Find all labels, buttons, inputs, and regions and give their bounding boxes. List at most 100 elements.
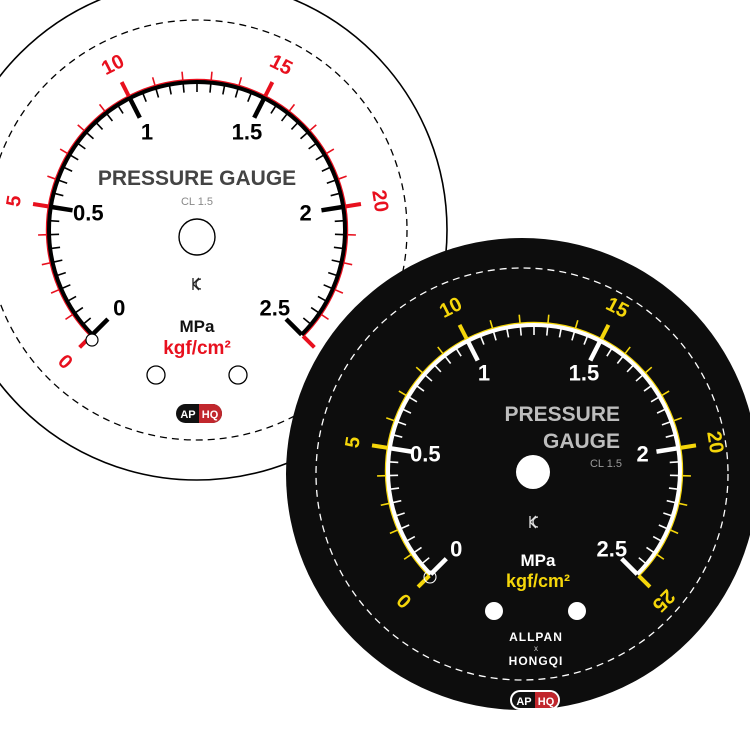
black-gauge-kgf-minor-tick: [403, 553, 413, 560]
black-gauge-mpa-minor-tick: [638, 557, 648, 565]
black-gauge-mpa-minor-tick: [401, 408, 412, 414]
white-gauge-kgf-minor-tick: [288, 103, 296, 112]
black-gauge-mpa-minor-tick: [415, 384, 425, 392]
white-gauge-mpa-minor-tick: [326, 179, 337, 185]
white-gauge-mount-hole-left: [146, 365, 166, 385]
black-gauge-mpa-minor-tick: [643, 384, 653, 392]
black-gauge-brand-separator: x: [534, 644, 538, 653]
white-gauge-kgf-minor-tick: [308, 124, 317, 132]
black-gauge-mpa-major-tick: [620, 557, 639, 576]
black-gauge-mpa-minor-tick: [606, 347, 613, 357]
black-gauge-brand-line1: ALLPAN: [509, 630, 563, 644]
white-gauge-mpa-minor-tick: [331, 259, 342, 264]
black-gauge-kgf-minor-tick: [489, 320, 494, 330]
white-gauge-mpa-label: 2.5: [259, 295, 290, 320]
white-gauge-mpa-minor-tick: [117, 104, 124, 114]
black-gauge-mpa-minor-tick: [583, 334, 589, 345]
white-gauge-mpa-minor-tick: [334, 219, 345, 223]
white-gauge-mpa-minor-tick: [315, 153, 325, 161]
white-gauge-mpa-major-tick: [321, 204, 344, 213]
black-gauge-mpa-major-tick: [588, 339, 603, 362]
black-gauge-kgf-minor-tick: [437, 346, 444, 355]
black-gauge-mpa-minor-tick: [646, 546, 656, 554]
black-gauge-kgf-major-tick: [599, 323, 611, 341]
white-gauge-kgf-label: 20: [367, 188, 392, 213]
black-gauge-kgf-major-tick: [416, 574, 431, 589]
black-gauge-mpa-minor-tick: [455, 347, 462, 357]
black-gauge-mpa-minor-tick: [396, 420, 407, 426]
white-gauge-mpa-major-tick: [90, 317, 110, 337]
white-gauge-mpa-minor-tick: [209, 82, 212, 93]
white-gauge-mount-hole-right: [228, 365, 248, 385]
black-gauge-mount-hole-left: [485, 602, 503, 620]
white-gauge-kgf-minor-tick: [77, 124, 86, 132]
black-gauge-mpa-minor-tick: [443, 355, 452, 365]
white-gauge-mpa-minor-tick: [182, 82, 185, 93]
black-gauge-kc-mark-icon: [529, 515, 539, 529]
black-gauge-mpa-minor-tick: [505, 327, 510, 338]
black-gauge-unit-kgf: kgf/cm²: [506, 571, 570, 591]
white-gauge-mpa-minor-tick: [49, 219, 60, 223]
white-gauge-mpa-major-tick: [284, 317, 304, 337]
white-gauge-mpa-minor-tick: [308, 142, 318, 150]
black-gauge-aphq-logo: AP HQ: [510, 690, 560, 710]
black-gauge-mpa-minor-tick: [558, 327, 563, 338]
white-gauge-class-label: CL 1.5: [181, 196, 213, 208]
black-gauge-kgf-minor-tick: [380, 502, 390, 507]
black-gauge-mpa-minor-tick: [546, 325, 549, 336]
white-gauge-dashed-ring: [0, 19, 408, 441]
white-gauge-mpa-minor-tick: [270, 104, 277, 114]
white-gauge-mpa-minor-tick: [290, 121, 299, 130]
white-gauge-mpa-label: 1: [141, 119, 153, 144]
white-gauge-kgf-major-tick: [344, 202, 362, 209]
black-gauge-mpa-minor-tick: [389, 487, 400, 491]
black-gauge-mpa-minor-tick: [650, 395, 661, 403]
black-gauge-mpa-minor-tick: [479, 334, 485, 345]
white-gauge-mpa-minor-tick: [62, 166, 73, 172]
black-gauge-mpa-minor-tick: [658, 524, 669, 530]
white-gauge-kgf-minor-tick: [98, 103, 106, 112]
white-gauge-mpa-minor-tick: [53, 192, 64, 197]
white-gauge-mpa-major-tick: [252, 97, 267, 119]
black-gauge-kgf-label: 5: [342, 435, 365, 449]
white-gauge-stop-pin: [85, 333, 99, 347]
white-gauge-mpa-minor-tick: [330, 192, 341, 197]
white-gauge-kgf-major-tick: [263, 81, 275, 98]
black-gauge-kgf-minor-tick: [655, 553, 665, 560]
white-gauge-kc-mark-icon: [192, 277, 202, 291]
black-gauge-stop-pin: [423, 570, 437, 584]
black-gauge-mpa-minor-tick: [571, 330, 576, 341]
black-gauge-mpa-label: 2: [637, 441, 649, 466]
white-gauge-kgf-minor-tick: [181, 71, 184, 81]
black-gauge-kgf-minor-tick: [518, 314, 521, 324]
white-gauge-mpa-minor-tick: [95, 121, 104, 130]
white-gauge-mpa-minor-tick: [310, 306, 320, 314]
black-gauge-center-hole: [516, 455, 550, 489]
white-gauge-mpa-minor-tick: [317, 295, 328, 303]
white-gauge-kgf-major-tick: [32, 202, 50, 209]
black-gauge-logo-hq: HQ: [538, 696, 555, 708]
white-gauge-unit-mpa: MPa: [180, 317, 216, 336]
white-gauge-kgf-minor-tick: [41, 261, 51, 266]
black-gauge-mpa-minor-tick: [394, 512, 405, 517]
white-gauge-mpa-minor-tick: [52, 259, 63, 264]
black-gauge-mpa-minor-tick: [666, 499, 677, 504]
white-gauge-logo-hq: HQ: [202, 409, 219, 421]
black-gauge-mpa-minor-tick: [405, 535, 416, 543]
white-gauge-kgf-minor-tick: [343, 261, 353, 266]
white-gauge-mpa-minor-tick: [302, 317, 312, 325]
black-gauge-kgf-minor-tick: [660, 390, 670, 397]
white-gauge-title: PRESSURE GAUGE: [98, 167, 296, 190]
black-gauge-title-line1: PRESSURE: [504, 403, 620, 426]
black-gauge-kgf-minor-tick: [644, 366, 653, 374]
white-gauge-mpa-minor-tick: [82, 317, 92, 325]
white-gauge-mpa-minor-tick: [66, 295, 77, 303]
black-gauge-mpa-minor-tick: [391, 499, 402, 504]
black-gauge-mpa-minor-tick: [665, 433, 676, 438]
black-gauge-mpa-minor-tick: [652, 535, 663, 543]
black-gauge-kgf-major-tick: [371, 443, 389, 450]
black-gauge-kgf-minor-tick: [547, 314, 550, 324]
white-gauge-kgf-minor-tick: [325, 148, 335, 155]
